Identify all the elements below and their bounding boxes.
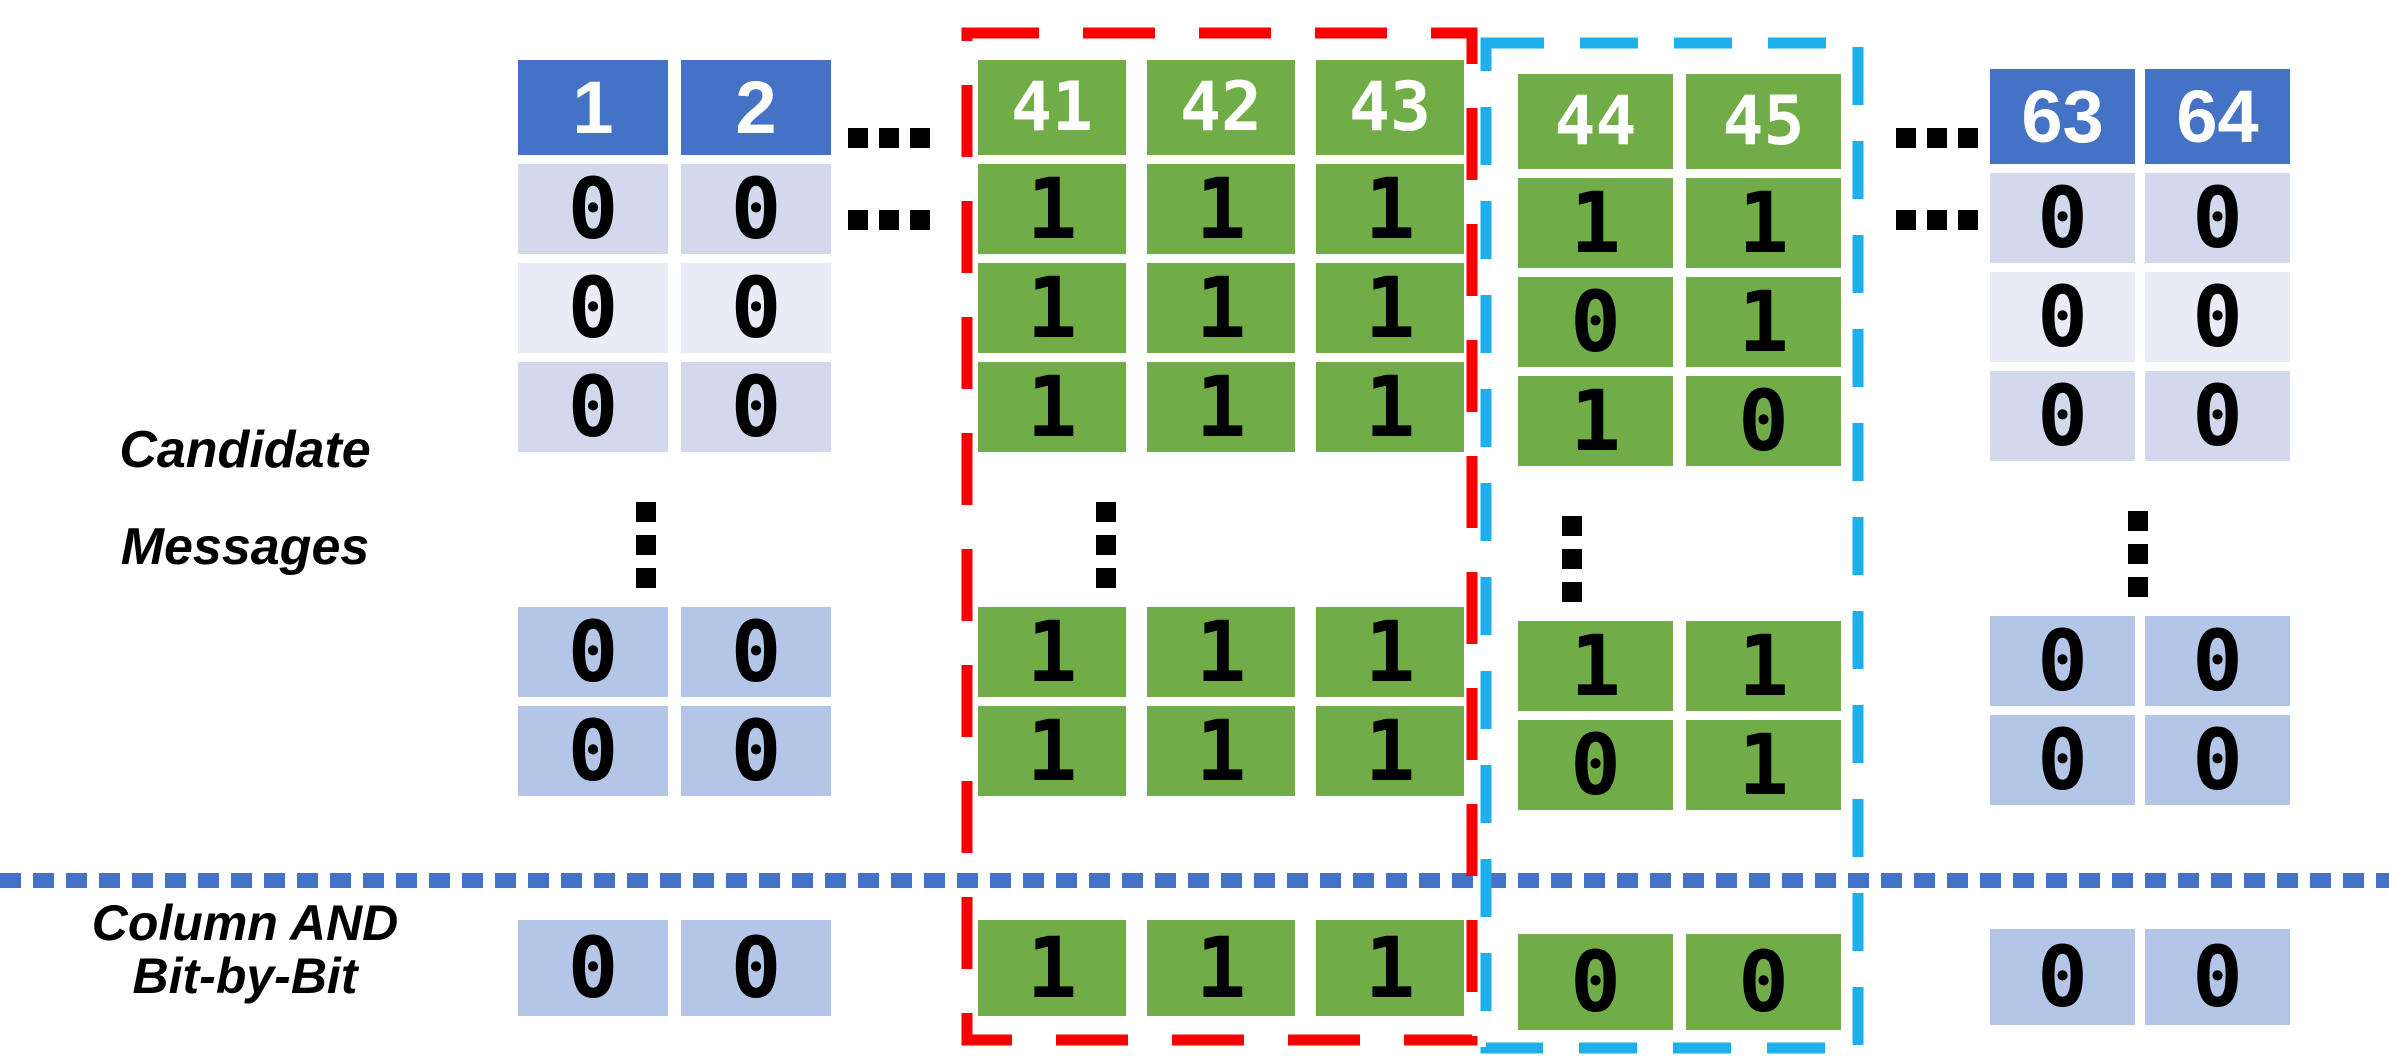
and-cell-cols-41-43-c2: 1 xyxy=(1147,920,1295,1016)
cell-cols-1-2-upper-r3-c2: 0 xyxy=(681,362,831,452)
cell-cols-1-2-lower-r1-c2: 0 xyxy=(681,607,831,697)
horizontal-ellipsis-icon xyxy=(848,128,930,148)
header-cell-44: 44 xyxy=(1518,74,1673,169)
header-cell-1: 1 xyxy=(518,60,668,155)
cell-cols-44-45-upper-r2-c2: 1 xyxy=(1686,277,1841,367)
header-cell-2: 2 xyxy=(681,60,831,155)
candidate-label-line2: Messages xyxy=(120,518,370,576)
cell-cols-1-2-upper-r3-c1: 0 xyxy=(518,362,668,452)
and-cell-cols-41-43-c1: 1 xyxy=(978,920,1126,1016)
cell-cols-44-45-lower-r1-c1: 1 xyxy=(1518,621,1673,711)
cell-cols-63-64-upper-r1-c1: 0 xyxy=(1990,173,2135,263)
candidate-label-line1: Candidate xyxy=(119,421,371,479)
cell-cols-41-43-upper-r1-c1: 1 xyxy=(978,164,1126,254)
cell-cols-63-64-lower-r2-c2: 0 xyxy=(2145,715,2290,805)
cell-cols-63-64-lower-r1-c1: 0 xyxy=(1990,616,2135,706)
cell-cols-1-2-upper-r2-c2: 0 xyxy=(681,263,831,353)
cell-cols-44-45-lower-r2-c1: 0 xyxy=(1518,720,1673,810)
and-cell-cols-44-45-c1: 0 xyxy=(1518,934,1673,1030)
cell-cols-41-43-upper-r2-c1: 1 xyxy=(978,263,1126,353)
cell-cols-1-2-upper-r2-c1: 0 xyxy=(518,263,668,353)
and-cell-cols-1-2-c1: 0 xyxy=(518,920,668,1016)
and-label-line2: Bit-by-Bit xyxy=(132,948,358,1004)
cell-cols-41-43-upper-r1-c3: 1 xyxy=(1316,164,1464,254)
horizontal-ellipsis-icon xyxy=(1896,128,1978,148)
column-and-label: Column AND Bit-by-Bit xyxy=(25,897,465,1003)
cell-cols-41-43-upper-r3-c3: 1 xyxy=(1316,362,1464,452)
cell-cols-1-2-upper-r1-c2: 0 xyxy=(681,164,831,254)
cell-cols-63-64-upper-r2-c1: 0 xyxy=(1990,272,2135,362)
cell-cols-63-64-upper-r2-c2: 0 xyxy=(2145,272,2290,362)
cell-cols-63-64-lower-r2-c1: 0 xyxy=(1990,715,2135,805)
cell-cols-44-45-upper-r3-c1: 1 xyxy=(1518,376,1673,466)
cell-cols-41-43-lower-r2-c3: 1 xyxy=(1316,706,1464,796)
cell-cols-41-43-upper-r3-c1: 1 xyxy=(978,362,1126,452)
header-cell-41: 41 xyxy=(978,60,1126,155)
and-cell-cols-41-43-c3: 1 xyxy=(1316,920,1464,1016)
and-cell-cols-1-2-c2: 0 xyxy=(681,920,831,1016)
cell-cols-41-43-upper-r3-c2: 1 xyxy=(1147,362,1295,452)
header-cell-64: 64 xyxy=(2145,69,2290,164)
cell-cols-44-45-upper-r1-c1: 1 xyxy=(1518,178,1673,268)
cell-cols-41-43-lower-r1-c2: 1 xyxy=(1147,607,1295,697)
cell-cols-44-45-lower-r2-c2: 1 xyxy=(1686,720,1841,810)
and-label-line1: Column AND xyxy=(91,895,399,951)
header-cell-43: 43 xyxy=(1316,60,1464,155)
cell-cols-63-64-upper-r1-c2: 0 xyxy=(2145,173,2290,263)
vertical-ellipsis-icon xyxy=(636,502,656,588)
cell-cols-1-2-lower-r2-c1: 0 xyxy=(518,706,668,796)
candidate-messages-label: Candidate Messages xyxy=(25,402,465,596)
vertical-ellipsis-icon xyxy=(1096,502,1116,588)
cell-cols-44-45-upper-r2-c1: 0 xyxy=(1518,277,1673,367)
cell-cols-63-64-upper-r3-c2: 0 xyxy=(2145,371,2290,461)
cell-cols-44-45-lower-r1-c2: 1 xyxy=(1686,621,1841,711)
vertical-ellipsis-icon xyxy=(2128,511,2148,597)
dotted-divider-line xyxy=(0,873,2389,888)
horizontal-ellipsis-icon xyxy=(1896,210,1978,230)
cell-cols-1-2-lower-r1-c1: 0 xyxy=(518,607,668,697)
cell-cols-41-43-lower-r1-c1: 1 xyxy=(978,607,1126,697)
cell-cols-41-43-lower-r1-c3: 1 xyxy=(1316,607,1464,697)
header-cell-45: 45 xyxy=(1686,74,1841,169)
cell-cols-41-43-lower-r2-c2: 1 xyxy=(1147,706,1295,796)
header-cell-42: 42 xyxy=(1147,60,1295,155)
cell-cols-1-2-upper-r1-c1: 0 xyxy=(518,164,668,254)
and-cell-cols-44-45-c2: 0 xyxy=(1686,934,1841,1030)
cell-cols-63-64-upper-r3-c1: 0 xyxy=(1990,371,2135,461)
cell-cols-41-43-lower-r2-c1: 1 xyxy=(978,706,1126,796)
cell-cols-63-64-lower-r1-c2: 0 xyxy=(2145,616,2290,706)
cell-cols-44-45-upper-r1-c2: 1 xyxy=(1686,178,1841,268)
cell-cols-41-43-upper-r2-c2: 1 xyxy=(1147,263,1295,353)
cell-cols-41-43-upper-r2-c3: 1 xyxy=(1316,263,1464,353)
cell-cols-44-45-upper-r3-c2: 0 xyxy=(1686,376,1841,466)
cell-cols-1-2-lower-r2-c2: 0 xyxy=(681,706,831,796)
and-cell-cols-63-64-c1: 0 xyxy=(1990,929,2135,1025)
horizontal-ellipsis-icon xyxy=(848,210,930,230)
header-cell-63: 63 xyxy=(1990,69,2135,164)
vertical-ellipsis-icon xyxy=(1562,516,1582,602)
cell-cols-41-43-upper-r1-c2: 1 xyxy=(1147,164,1295,254)
and-cell-cols-63-64-c2: 0 xyxy=(2145,929,2290,1025)
